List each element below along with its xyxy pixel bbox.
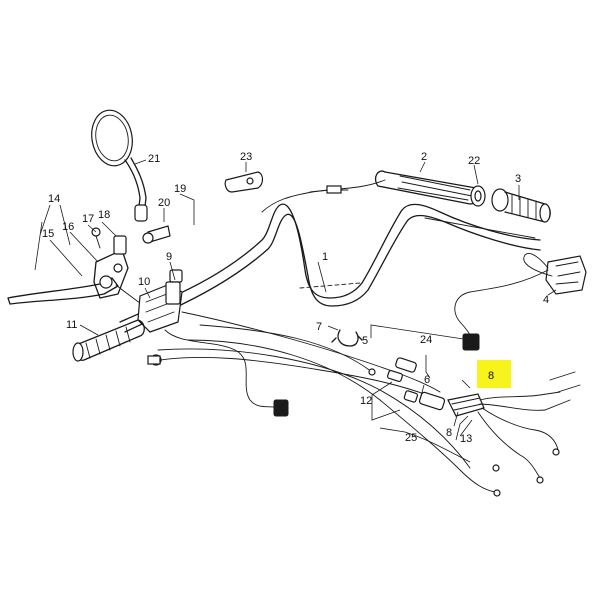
callout-17: 17: [82, 213, 94, 225]
callout-8: 8: [446, 427, 452, 439]
right-switch-housing: [523, 253, 587, 295]
callout-3: 3: [515, 173, 521, 185]
callout-23: 23: [240, 151, 252, 163]
callout-11: 11: [66, 319, 77, 331]
callout-25: 25: [405, 432, 417, 444]
callout-19: 19: [174, 183, 186, 195]
callout-4: 4: [543, 294, 549, 306]
leader-lines: [34, 159, 557, 463]
handlebar: [119, 203, 541, 333]
callout-16: 16: [62, 221, 74, 233]
callout-labels: 1 2 3 4 5 6 7 8 8 9 10 11 12 13 14 15 16…: [42, 151, 549, 445]
mirror: [91, 109, 148, 222]
throttle-cable-lower: [147, 356, 431, 397]
callout-7: 7: [316, 321, 322, 333]
callout-21: 21: [148, 153, 160, 165]
callout-5: 5: [362, 335, 368, 347]
highlight-box: [477, 360, 511, 388]
clutch-adjuster: [142, 225, 171, 244]
cable-junction-block: [447, 371, 581, 497]
callout-10: 10: [138, 276, 150, 288]
callout-22: 22: [468, 155, 480, 167]
callout-18: 18: [98, 209, 110, 221]
clutch-cable: [157, 348, 471, 469]
callout-15: 15: [42, 228, 54, 240]
handlebar-clamp: [165, 281, 181, 305]
callout-12: 12: [360, 395, 372, 407]
clutch-lever-assembly: [7, 227, 161, 319]
callout-9: 9: [166, 251, 172, 263]
callout-1: 1: [322, 251, 328, 263]
callout-14: 14: [48, 193, 60, 205]
left-grip: [72, 319, 145, 362]
callout-6: 6: [424, 374, 430, 386]
callout-20: 20: [158, 197, 170, 209]
cable-clip: [331, 329, 363, 347]
throttle-cable-upper: [261, 179, 386, 213]
bracket: [224, 171, 264, 193]
callout-8-highlighted: 8: [488, 370, 494, 382]
callout-13: 13: [460, 433, 472, 445]
cable-fittings: [387, 357, 446, 411]
choke-cable: [181, 311, 441, 393]
right-grip-assembly: [374, 170, 551, 223]
callout-24: 24: [420, 334, 432, 346]
left-switch-harness: [164, 329, 281, 409]
callout-2: 2: [421, 151, 427, 163]
